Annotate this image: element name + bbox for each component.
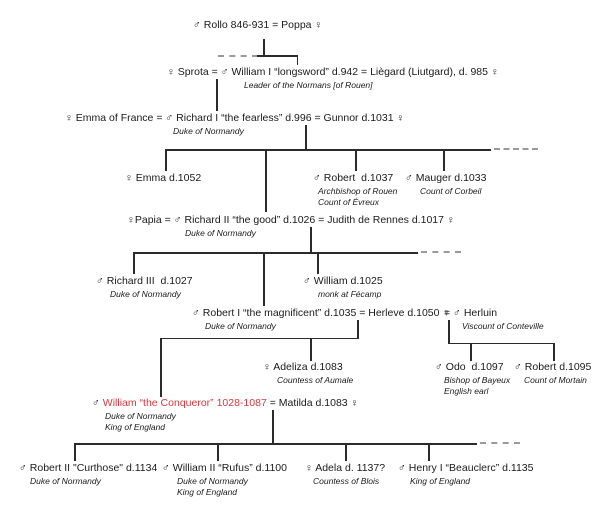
node-herluin: = ♂ Herluin [444, 307, 498, 319]
connector-line [133, 252, 135, 274]
dashed-connector-line [494, 148, 538, 150]
node-adeliza-subtitle: Countess of Aumale [277, 375, 354, 385]
connector-line [165, 149, 491, 151]
connector-line [448, 342, 554, 344]
node-robert-mortain: ♂ Robert d.1095 [514, 361, 592, 373]
node-adela: ♀ Adela d. 1137? [305, 462, 386, 474]
node-robert-archbishop-subtitle: Archbishop of Rouen [318, 186, 398, 196]
node-william2-subtitle2: King of England [177, 487, 238, 497]
node-william-conqueror-prefix: ♂ [92, 397, 103, 409]
node-robert-mortain-subtitle: Count of Mortain [524, 375, 587, 385]
connector-line [263, 252, 265, 306]
dashed-connector-line [218, 55, 258, 57]
node-robert2: ♂ Robert II "Curthose" d.1134 [19, 462, 158, 474]
connector-line [296, 55, 298, 65]
connector-line [217, 443, 219, 461]
connector-line [265, 149, 267, 212]
node-william-monk-subtitle: monk at Fécamp [318, 289, 382, 299]
connector-line [305, 125, 307, 150]
connector-line [553, 342, 555, 361]
node-richard1-subtitle: Duke of Normandy [173, 126, 244, 136]
connector-line [160, 337, 358, 339]
connector-line [74, 443, 477, 445]
node-robert1: ♂ Robert I “the magnificent” d.1035 = He… [192, 307, 451, 319]
node-richard1: ♀ Emma of France = ♂ Richard I “the fear… [65, 112, 405, 124]
connector-line [216, 79, 218, 111]
connector-line [133, 252, 418, 254]
dashed-connector-line [480, 442, 520, 444]
connector-line [263, 39, 265, 56]
node-herluin-subtitle: Viscount of Conteville [462, 321, 544, 331]
node-mauger: ♂ Mauger d.1033 [405, 172, 487, 184]
connector-line [165, 149, 167, 171]
connector-line [355, 149, 357, 171]
connector-line [310, 337, 312, 361]
connector-line [317, 252, 319, 274]
node-william-conqueror-spouse: = Matilda d.1083 ♀ [266, 397, 359, 409]
node-odo-subtitle: Bishop of Bayeux [444, 375, 511, 385]
connector-line [310, 227, 312, 253]
node-henry1: ♂ Henry I “Beauclerc” d.1135 [398, 462, 534, 474]
node-henry1-subtitle: King of England [410, 476, 471, 486]
node-adeliza: ♀ Adeliza d.1083 [263, 361, 343, 373]
connector-line [357, 320, 359, 339]
connector-line [257, 55, 298, 57]
connector-line [160, 337, 162, 397]
connector-line [345, 443, 347, 461]
node-emma: ♀ Emma d.1052 [125, 172, 202, 184]
node-william-longsword: ♀ Sprota = ♂ William I “longsword” d.942… [167, 66, 499, 78]
node-odo-subtitle2: English earl [444, 386, 489, 396]
node-mauger-subtitle: Count of Corbeil [420, 186, 482, 196]
node-robert2-subtitle: Duke of Normandy [30, 476, 101, 486]
node-william-conqueror-subtitle: Duke of Normandy [105, 411, 176, 421]
connector-line [74, 443, 76, 461]
node-odo: ♂ Odo d.1097 [435, 361, 504, 373]
node-william-conqueror: ♂ William “the Conqueror” 1028-1087 = Ma… [92, 397, 358, 409]
connector-line [443, 149, 445, 171]
node-robert-archbishop: ♂ Robert d.1037 [313, 172, 394, 184]
node-william2-subtitle: Duke of Normandy [177, 476, 248, 486]
node-richard3-subtitle: Duke of Normandy [110, 289, 181, 299]
node-rollo: ♂ Rollo 846-931 = Poppa ♀ [193, 19, 323, 31]
node-william-conqueror-subtitle2: King of England [105, 422, 166, 432]
connector-line [272, 410, 274, 444]
node-robert-archbishop-subtitle2: Count of Évreux [318, 197, 379, 207]
connector-line [428, 443, 430, 461]
dashed-connector-line [421, 251, 461, 253]
node-william2: ♂ William II “Rufus” d.1100 [162, 462, 287, 474]
node-richard2-subtitle: Duke of Normandy [185, 228, 256, 238]
node-robert1-subtitle: Duke of Normandy [205, 321, 276, 331]
node-adela-subtitle: Countess of Blois [313, 476, 380, 486]
node-richard3: ♂ Richard III d.1027 [96, 275, 193, 287]
node-richard2: ♀Papia = ♂ Richard II “the good” d.1026 … [127, 214, 455, 226]
connector-line [448, 320, 450, 344]
node-william-conqueror-name: William “the Conqueror” 1028-1087 [102, 397, 267, 409]
node-william-monk: ♂ William d.1025 [303, 275, 383, 287]
node-william-longsword-subtitle: Leader of the Normans [of Rouen] [244, 80, 373, 90]
connector-line [470, 342, 472, 361]
